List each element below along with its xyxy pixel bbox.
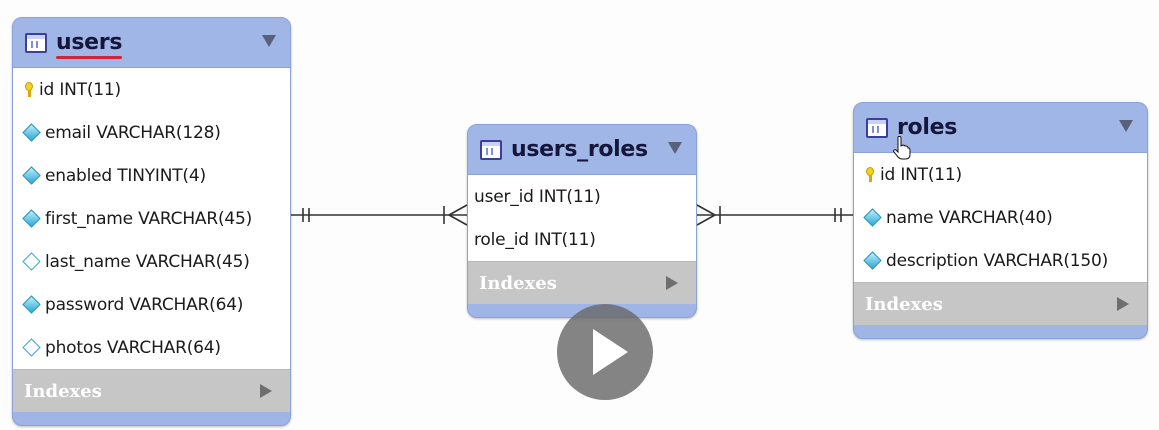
- chevron-down-icon[interactable]: [1119, 120, 1133, 132]
- column-row[interactable]: name VARCHAR(40): [854, 196, 1147, 239]
- indexes-label: Indexes: [479, 272, 557, 294]
- key-icon: [866, 166, 874, 183]
- column-list: id INT(11) name VARCHAR(40) description …: [854, 152, 1147, 282]
- column-label: photos VARCHAR(64): [45, 337, 221, 358]
- diamond-filled-icon: [22, 209, 41, 228]
- column-label: first_name VARCHAR(45): [45, 208, 253, 229]
- table-users-roles[interactable]: users_roles user_id INT(11) role_id INT(…: [467, 124, 697, 318]
- key-icon: [25, 81, 33, 98]
- crow-foot: [696, 214, 716, 226]
- chevron-down-icon[interactable]: [668, 142, 682, 154]
- table-users[interactable]: users id INT(11) email VARCHAR(128) enab…: [12, 17, 291, 426]
- diamond-empty-icon: [22, 338, 41, 357]
- column-list: id INT(11) email VARCHAR(128) enabled TI…: [13, 67, 290, 369]
- column-label: enabled TINYINT(4): [45, 165, 206, 186]
- diamond-filled-icon: [863, 208, 882, 227]
- diamond-empty-icon: [22, 252, 41, 271]
- column-label: last_name VARCHAR(45): [45, 251, 250, 272]
- indexes-label: Indexes: [24, 380, 102, 402]
- diamond-filled-icon: [22, 166, 41, 185]
- table-title: roles: [897, 115, 958, 140]
- hand-pointer-icon: [893, 136, 911, 160]
- column-label: id INT(11): [39, 79, 121, 100]
- column-row[interactable]: last_name VARCHAR(45): [13, 240, 290, 283]
- column-row[interactable]: id INT(11): [13, 68, 290, 111]
- expand-arrow-icon[interactable]: [666, 276, 678, 290]
- table-icon: [480, 139, 502, 160]
- column-list: user_id INT(11) role_id INT(11): [468, 174, 696, 261]
- column-label: name VARCHAR(40): [886, 207, 1053, 228]
- column-label: user_id INT(11): [474, 186, 601, 207]
- column-row[interactable]: description VARCHAR(150): [854, 239, 1147, 282]
- crow-foot: [696, 204, 716, 216]
- column-label: id INT(11): [880, 164, 962, 185]
- column-row[interactable]: id INT(11): [854, 153, 1147, 196]
- column-row[interactable]: enabled TINYINT(4): [13, 154, 290, 197]
- indexes-section[interactable]: Indexes: [13, 369, 290, 412]
- table-header[interactable]: users: [13, 18, 290, 67]
- table-header[interactable]: roles: [854, 103, 1147, 152]
- table-title: users: [56, 30, 123, 59]
- play-icon[interactable]: [557, 304, 653, 400]
- column-label: email VARCHAR(128): [45, 122, 221, 143]
- crow-foot: [448, 204, 468, 216]
- table-icon: [25, 32, 47, 53]
- column-row[interactable]: role_id INT(11): [468, 218, 696, 261]
- indexes-label: Indexes: [865, 293, 943, 315]
- column-row[interactable]: user_id INT(11): [468, 175, 696, 218]
- expand-arrow-icon[interactable]: [1117, 297, 1129, 311]
- expand-arrow-icon[interactable]: [260, 384, 272, 398]
- column-label: role_id INT(11): [474, 229, 596, 250]
- column-row[interactable]: first_name VARCHAR(45): [13, 197, 290, 240]
- column-label: description VARCHAR(150): [886, 250, 1109, 271]
- table-header[interactable]: users_roles: [468, 125, 696, 174]
- table-roles[interactable]: roles id INT(11) name VARCHAR(40) descri…: [853, 102, 1148, 339]
- column-row[interactable]: email VARCHAR(128): [13, 111, 290, 154]
- diamond-filled-icon: [22, 295, 41, 314]
- table-icon: [866, 117, 888, 138]
- indexes-section[interactable]: Indexes: [468, 261, 696, 304]
- column-label: password VARCHAR(64): [45, 294, 244, 315]
- table-footer: [13, 412, 290, 425]
- column-row[interactable]: password VARCHAR(64): [13, 283, 290, 326]
- chevron-down-icon[interactable]: [262, 35, 276, 47]
- table-title: users_roles: [511, 137, 648, 162]
- column-row[interactable]: photos VARCHAR(64): [13, 326, 290, 369]
- diamond-filled-icon: [22, 123, 41, 142]
- table-footer: [854, 325, 1147, 338]
- indexes-section[interactable]: Indexes: [854, 282, 1147, 325]
- crow-foot: [448, 214, 468, 226]
- diamond-filled-icon: [863, 251, 882, 270]
